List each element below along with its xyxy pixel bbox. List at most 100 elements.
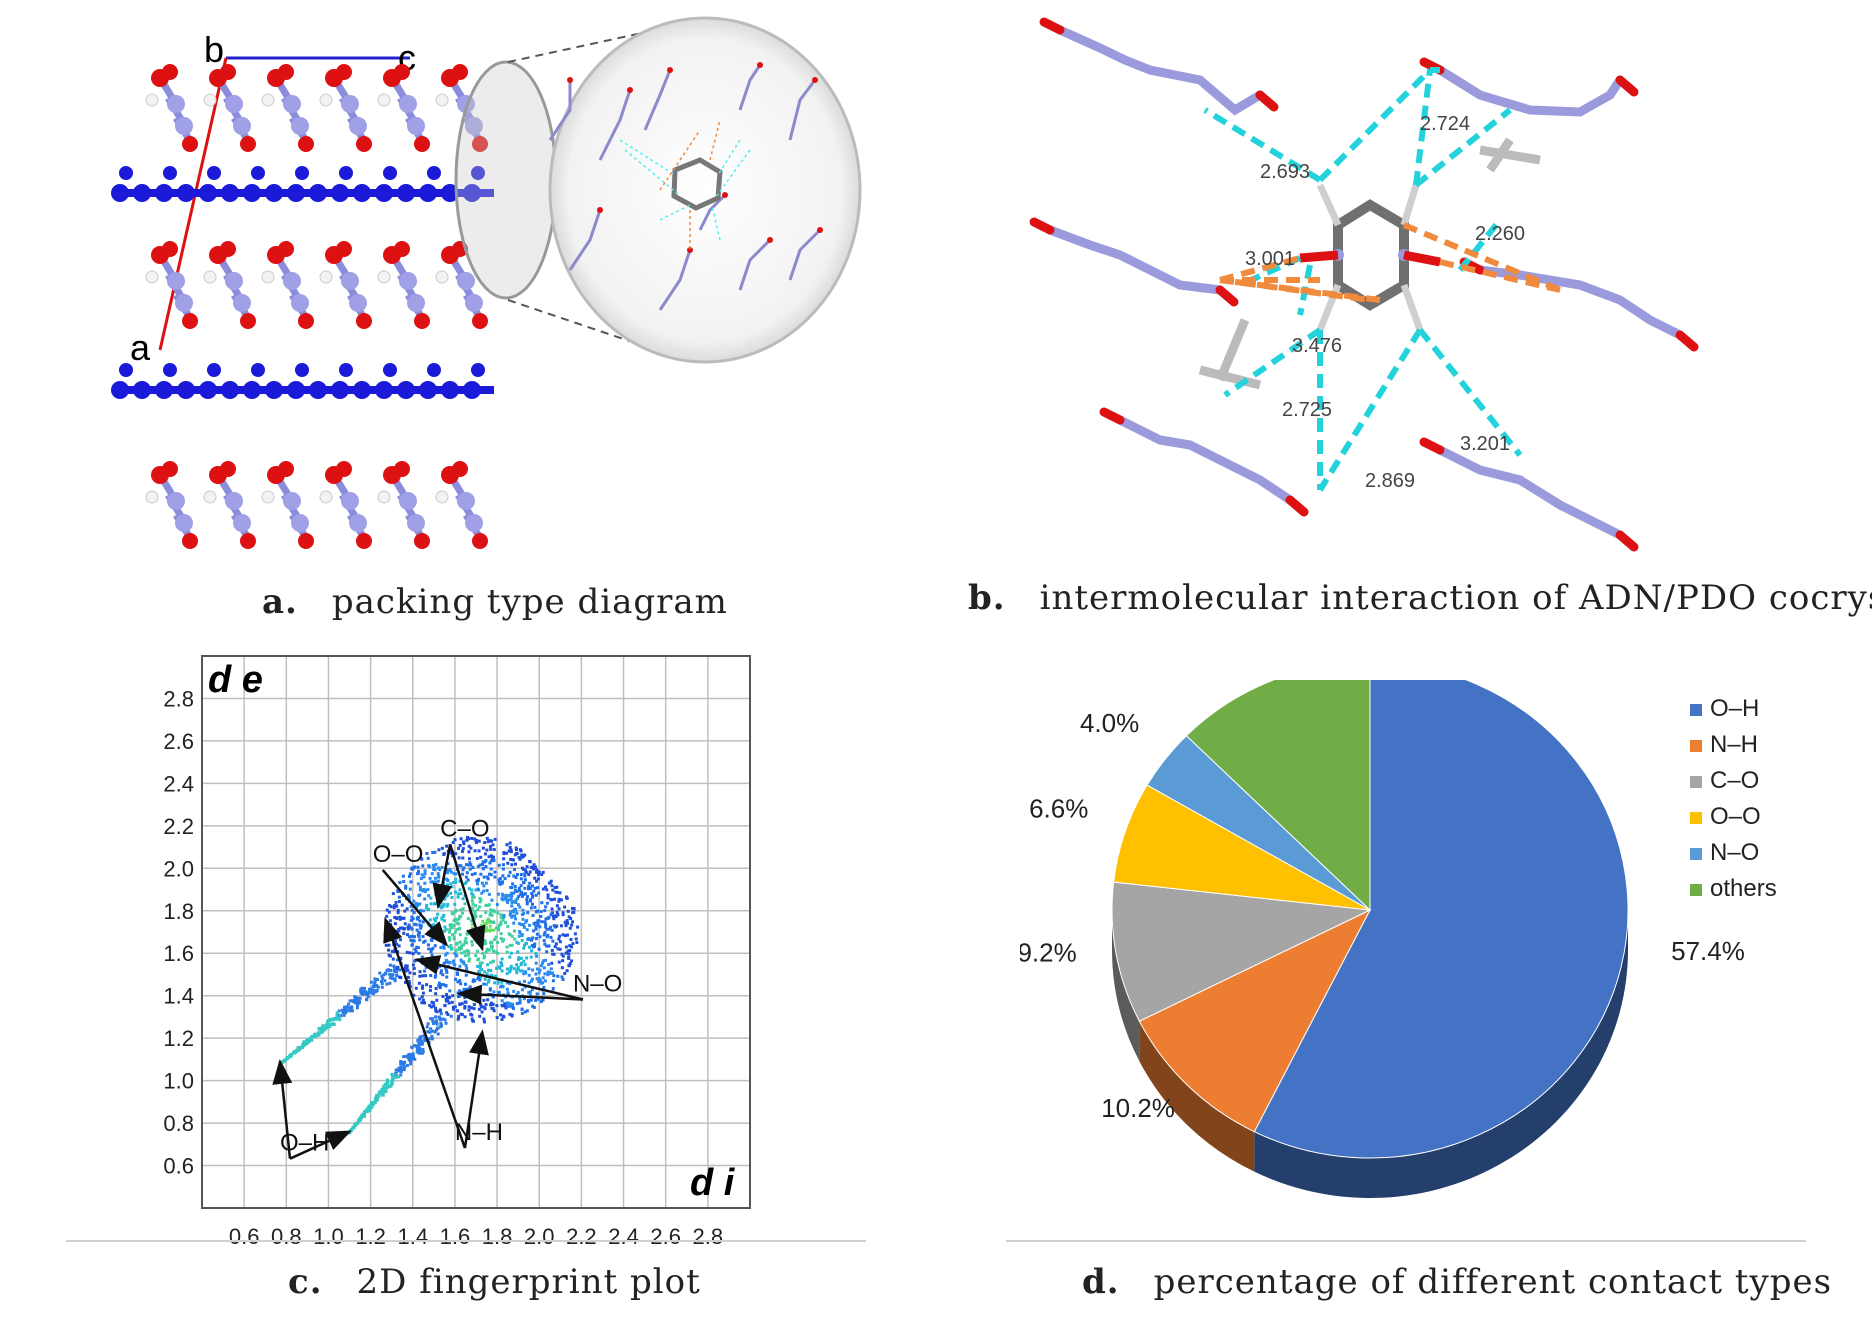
fingerprint-point xyxy=(484,881,488,885)
fingerprint-point xyxy=(463,982,467,986)
fingerprint-point xyxy=(477,849,481,853)
fingerprint-point xyxy=(524,871,528,875)
fingerprint-point xyxy=(529,865,533,869)
fingerprint-point xyxy=(537,976,541,980)
fingerprint-point xyxy=(501,918,505,922)
hydrogen-atom xyxy=(377,270,391,284)
nitrogen-atom xyxy=(419,381,437,399)
ring-hydrogen xyxy=(1400,183,1420,227)
fingerprint-point xyxy=(552,924,556,928)
fingerprint-point xyxy=(438,986,442,990)
lens-bond xyxy=(598,89,632,161)
fingerprint-point xyxy=(406,1054,410,1058)
fingerprint-point xyxy=(523,985,527,989)
fingerprint-point xyxy=(423,969,427,973)
pie-body xyxy=(1111,680,1629,1198)
fingerprint-point xyxy=(537,979,541,983)
fingerprint-point xyxy=(370,988,374,992)
fingerprint-point xyxy=(523,872,527,876)
fingerprint-point xyxy=(473,909,477,913)
fingerprint-point xyxy=(547,963,551,967)
fingerprint-point xyxy=(499,1013,503,1017)
fingerprint-point xyxy=(535,932,539,936)
fingerprint-point xyxy=(506,992,510,996)
fingerprint-point xyxy=(501,985,505,989)
fingerprint-point xyxy=(551,939,555,943)
fingerprint-point xyxy=(558,934,562,938)
fingerprint-point xyxy=(406,933,410,937)
nitrogen-atom xyxy=(419,184,437,202)
oxygen-atom xyxy=(278,64,294,80)
fingerprint-point xyxy=(401,916,405,920)
fingerprint-point xyxy=(527,872,531,876)
fingerprint-point xyxy=(551,914,555,918)
fingerprint-point xyxy=(353,995,357,999)
contact-bond xyxy=(1402,222,1562,293)
fingerprint-point xyxy=(388,963,392,967)
y-tick-label: 2.6 xyxy=(163,729,194,754)
fingerprint-point xyxy=(444,1021,448,1025)
fingerprint-point xyxy=(412,899,416,903)
fingerprint-point xyxy=(502,938,506,942)
fingerprint-point xyxy=(549,925,553,929)
fingerprint-point xyxy=(524,868,528,872)
fingerprint-point xyxy=(408,872,412,876)
fingerprint-point xyxy=(383,1082,387,1086)
fingerprint-point xyxy=(426,1030,430,1034)
pyrazine-ring xyxy=(1333,199,1409,311)
fingerprint-point xyxy=(500,963,504,967)
fingerprint-point xyxy=(478,900,482,904)
panel-label-b: b. xyxy=(968,578,1006,618)
fingerprint-point xyxy=(442,913,446,917)
nitrogen-atom xyxy=(221,184,239,202)
lens-atom xyxy=(687,247,693,253)
fingerprint-point xyxy=(557,960,561,964)
fingerprint-point xyxy=(458,843,462,847)
fingerprint-point xyxy=(568,962,572,966)
fingerprint-point xyxy=(395,942,399,946)
fingerprint-point xyxy=(535,954,539,958)
fingerprint-point xyxy=(379,979,383,983)
fingerprint-point xyxy=(446,862,450,866)
carbon-atom xyxy=(167,95,185,113)
fingerprint-point xyxy=(421,998,425,1002)
fingerprint-point xyxy=(479,872,483,876)
fingerprint-point xyxy=(565,896,569,900)
fingerprint-point xyxy=(467,950,471,954)
oxygen-atom xyxy=(414,136,430,152)
fingerprint-point xyxy=(513,914,517,918)
fingerprint-point xyxy=(482,982,486,986)
fingerprint-point xyxy=(557,897,561,901)
fingerprint-point xyxy=(571,920,575,924)
fingerprint-point xyxy=(426,888,430,892)
fingerprint-point xyxy=(355,996,359,1000)
hydrogen-atom xyxy=(203,490,217,504)
fingerprint-point xyxy=(407,923,411,927)
fingerprint-point xyxy=(410,908,414,912)
hydrogen-atom xyxy=(377,490,391,504)
hydrogen-atom xyxy=(435,93,449,107)
fingerprint-point xyxy=(530,977,534,981)
fingerprint-point xyxy=(529,955,533,959)
zoom-connector-top xyxy=(507,29,657,63)
fingerprint-point xyxy=(482,889,486,893)
fingerprint-point xyxy=(449,944,453,948)
fingerprint-point xyxy=(460,1013,464,1017)
fingerprint-point xyxy=(385,1078,389,1082)
fingerprint-point xyxy=(327,1023,331,1027)
fingerprint-point xyxy=(512,967,516,971)
fingerprint-point xyxy=(537,947,541,951)
carbon-atom xyxy=(233,117,251,135)
oxygen-atom xyxy=(472,313,488,329)
fingerprint-point xyxy=(392,964,396,968)
fingerprint-point xyxy=(568,926,572,930)
fingerprint-point xyxy=(409,880,413,884)
distance-label: 3.001 xyxy=(1245,248,1295,270)
nitrogen-atom xyxy=(375,381,393,399)
fingerprint-point xyxy=(391,892,395,896)
fingerprint-point xyxy=(378,971,382,975)
fingerprint-point xyxy=(362,1112,366,1116)
fingerprint-point xyxy=(546,916,550,920)
fingerprint-point xyxy=(418,902,422,906)
